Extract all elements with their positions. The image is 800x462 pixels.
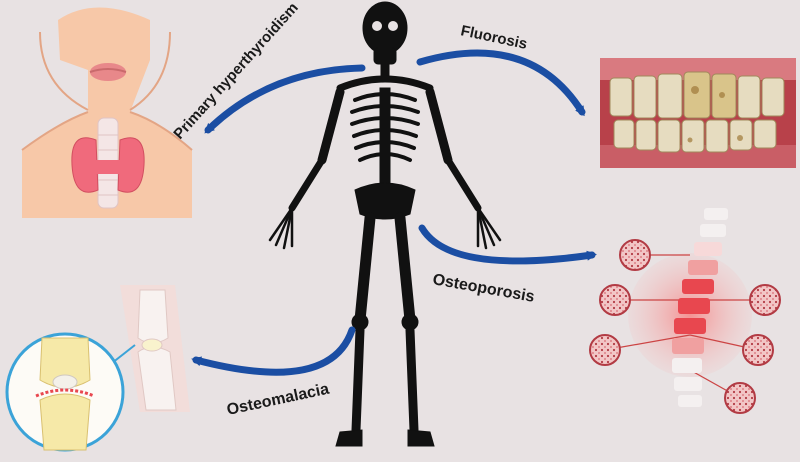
bone-sample-1 [619,239,651,271]
bone-sample-6 [724,382,756,414]
spine-vertebrae [672,208,728,407]
osteoporotic-spine-illustration [589,208,781,414]
arrow-fluorosis [416,49,586,117]
arrows [191,49,597,376]
label-osteomalacia: Osteomalacia [225,381,330,419]
arrow-hyperthyroidism [204,64,366,134]
thyroid-neck-illustration [21,7,193,218]
bone-sample-5 [742,334,774,366]
thyroid-left-lobe [71,137,99,193]
label-osteoporosis: Osteoporosis [431,271,536,306]
bone-sample-4 [749,284,781,316]
human-skeleton-icon [268,1,502,447]
label-fluorosis: Fluorosis [459,22,529,53]
arrow-osteomalacia [191,326,356,376]
bone-sample-3 [589,334,621,366]
knee-joint-illustration [5,285,190,452]
label-primary-hyperthyroidism: Primary hyperthyroidism [170,0,301,143]
thyroid-right-lobe [117,137,145,193]
arrow-osteoporosis [418,224,597,265]
mottled-teeth-photo [600,58,796,168]
bone-sample-2 [599,284,631,316]
